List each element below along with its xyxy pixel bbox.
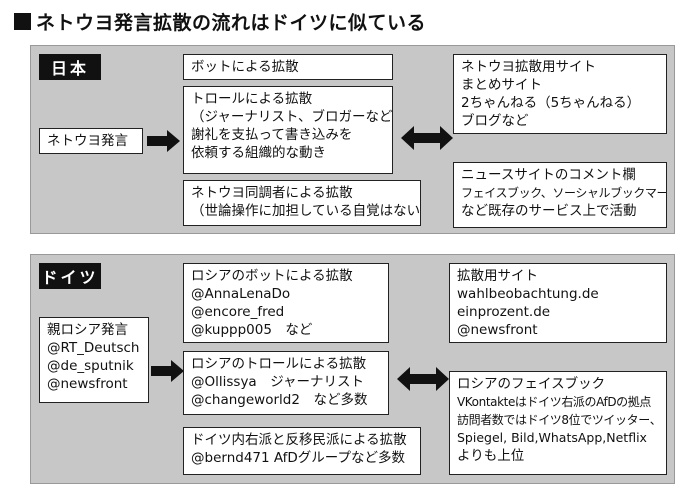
germany-platform-2-line-3: 訪問者数ではドイツ8位でツイッター、 bbox=[457, 413, 662, 427]
japan-spread-2-line-4: 依頼する組織的な動き bbox=[191, 145, 326, 161]
germany-spread-box-2: ロシアのトロールによる拡散 @Ollissya ジャーナリスト @changew… bbox=[183, 351, 389, 415]
germany-source-box: 親ロシア発言 @RT_Deutsch @de_sputnik @newsfron… bbox=[39, 317, 149, 403]
germany-spread-1-line-1: ロシアのボットによる拡散 bbox=[191, 268, 353, 284]
germany-double-arrow-icon bbox=[397, 367, 449, 391]
germany-source-line-2: @RT_Deutsch bbox=[47, 340, 140, 356]
japan-platform-1-line-4: ブログなど bbox=[461, 113, 529, 129]
japan-platform-box-2: ニュースサイトのコメント欄 フェイスブック、ソーシャルブックマーク など既存のサ… bbox=[453, 162, 667, 228]
japan-platform-2-line-1: ニュースサイトのコメント欄 bbox=[461, 167, 636, 183]
japan-panel: 日本 ネトウヨ発言 ボットによる拡散 トロールによる拡散 （ジャーナリスト、ブロ… bbox=[30, 45, 675, 234]
germany-platform-2-line-2: VKontakteはドイツ右派のAfDの拠点 bbox=[457, 395, 651, 409]
japan-platform-2-line-2: フェイスブック、ソーシャルブックマーク bbox=[461, 186, 667, 200]
japan-spread-2-line-3: 謝礼を支払って書き込みを bbox=[191, 127, 353, 143]
page-title: ネトウヨ発言拡散の流れはドイツに似ている bbox=[36, 12, 427, 34]
title-bar: ネトウヨ発言拡散の流れはドイツに似ている bbox=[14, 8, 426, 35]
germany-platform-1-line-1: 拡散用サイト bbox=[457, 268, 538, 284]
germany-platform-box-2: ロシアのフェイスブック VKontakteはドイツ右派のAfDの拠点 訪問者数で… bbox=[449, 371, 667, 475]
germany-platform-2-line-5: よりも上位 bbox=[457, 448, 525, 464]
germany-spread-3-line-1: ドイツ内右派と反移民派による拡散 bbox=[191, 432, 407, 448]
germany-spread-box-3: ドイツ内右派と反移民派による拡散 @bernd471 AfDグループなど多数 bbox=[183, 427, 421, 475]
germany-source-line-4: @newsfront bbox=[47, 376, 128, 392]
title-square-icon bbox=[14, 13, 31, 30]
germany-platform-2-line-1: ロシアのフェイスブック bbox=[457, 376, 606, 392]
germany-platform-box-1: 拡散用サイト wahlbeobachtung.de einprozent.de … bbox=[449, 263, 667, 343]
japan-spread-1-line-1: ボットによる拡散 bbox=[191, 59, 299, 75]
japan-platform-1-line-3: 2ちゃんねる（5ちゃんねる） bbox=[461, 95, 641, 111]
japan-spread-3-line-2: （世論操作に加担している自覚はない） bbox=[191, 203, 421, 219]
germany-spread-2-line-2: @Ollissya ジャーナリスト bbox=[191, 374, 365, 390]
japan-spread-box-2: トロールによる拡散 （ジャーナリスト、ブロガーなど） 謝礼を支払って書き込みを … bbox=[183, 86, 393, 174]
japan-double-arrow-icon bbox=[401, 126, 453, 150]
japan-right-arrow-icon bbox=[147, 130, 180, 152]
germany-label: ドイツ bbox=[39, 263, 101, 289]
germany-panel: ドイツ 親ロシア発言 @RT_Deutsch @de_sputnik @news… bbox=[30, 254, 675, 484]
germany-spread-1-line-3: @encore_fred bbox=[191, 304, 285, 320]
japan-label: 日本 bbox=[39, 54, 101, 80]
germany-platform-1-line-2: wahlbeobachtung.de bbox=[457, 286, 599, 302]
japan-platform-box-1: ネトウヨ拡散用サイト まとめサイト 2ちゃんねる（5ちゃんねる） ブログなど bbox=[453, 54, 667, 134]
japan-spread-2-line-1: トロールによる拡散 bbox=[191, 91, 313, 107]
germany-spread-1-line-4: @kuppp005 など bbox=[191, 322, 313, 338]
japan-spread-2-line-2: （ジャーナリスト、ブロガーなど） bbox=[191, 109, 393, 125]
japan-spread-box-1: ボットによる拡散 bbox=[183, 54, 393, 80]
japan-platform-1-line-1: ネトウヨ拡散用サイト bbox=[461, 59, 596, 75]
japan-source-box: ネトウヨ発言 bbox=[39, 128, 143, 154]
germany-platform-1-line-4: @newsfront bbox=[457, 322, 538, 338]
germany-platform-1-line-3: einprozent.de bbox=[457, 304, 551, 320]
japan-platform-2-line-3: など既存のサービス上で活動 bbox=[461, 203, 637, 219]
japan-spread-3-line-1: ネトウヨ同調者による拡散 bbox=[191, 185, 353, 201]
germany-platform-2-line-4: Spiegel, Bild,WhatsApp,Netflix bbox=[457, 430, 647, 445]
germany-spread-2-line-3: @changeworld2 など多数 bbox=[191, 392, 368, 408]
germany-spread-2-line-1: ロシアのトロールによる拡散 bbox=[191, 356, 367, 372]
germany-source-line-3: @de_sputnik bbox=[47, 358, 134, 374]
japan-spread-box-3: ネトウヨ同調者による拡散 （世論操作に加担している自覚はない） bbox=[183, 180, 421, 226]
japan-platform-1-line-2: まとめサイト bbox=[461, 77, 542, 93]
germany-right-arrow-icon bbox=[151, 360, 184, 382]
germany-spread-box-1: ロシアのボットによる拡散 @AnnaLenaDo @encore_fred @k… bbox=[183, 263, 389, 343]
germany-source-line-1: 親ロシア発言 bbox=[47, 322, 128, 338]
germany-spread-3-line-2: @bernd471 AfDグループなど多数 bbox=[191, 450, 405, 466]
germany-spread-1-line-2: @AnnaLenaDo bbox=[191, 286, 291, 302]
